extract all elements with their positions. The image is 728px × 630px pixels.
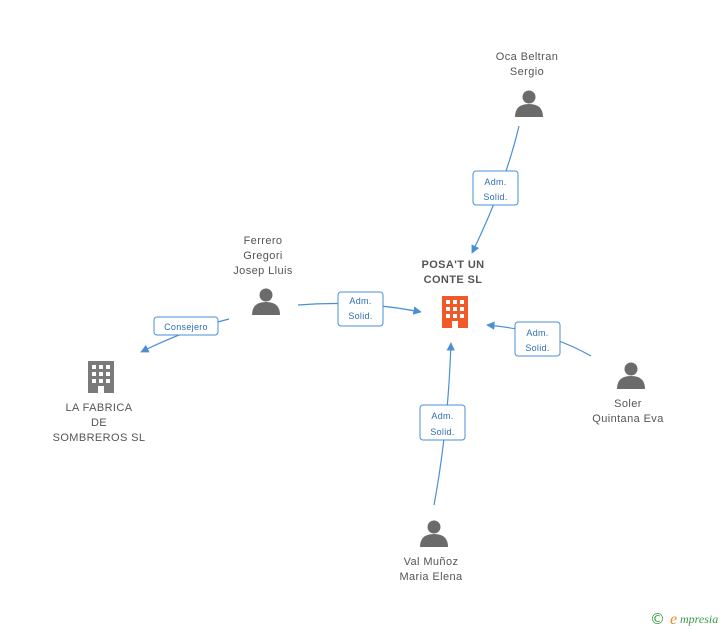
building-icon bbox=[442, 296, 468, 328]
edge-label-box bbox=[419, 404, 466, 441]
edge-label-ferrero-main: Adm. Solid. bbox=[337, 291, 384, 327]
edge-label-box bbox=[514, 321, 561, 357]
node-label-line: LA FABRICA bbox=[66, 402, 133, 414]
edge-label-line: Solid. bbox=[483, 192, 507, 202]
edge-label-line: Adm. bbox=[526, 328, 548, 338]
node-label-line: DE bbox=[91, 417, 107, 429]
node-label-line: Maria Elena bbox=[399, 571, 463, 583]
person-icon bbox=[252, 288, 280, 315]
node-label-line: Soler bbox=[614, 398, 642, 410]
node-person-oca[interactable]: Oca Beltran Sergio bbox=[496, 51, 558, 117]
node-company-fabrica[interactable]: LA FABRICA DE SOMBREROS SL bbox=[53, 361, 146, 444]
node-label-line: Gregori bbox=[243, 250, 282, 262]
edge-label-line: Adm. bbox=[349, 296, 371, 306]
node-person-val[interactable]: Val Muñoz Maria Elena bbox=[399, 520, 463, 584]
person-icon bbox=[420, 520, 448, 547]
edge-label-box bbox=[472, 170, 519, 206]
node-person-soler[interactable]: Soler Quintana Eva bbox=[592, 362, 664, 426]
person-icon bbox=[617, 362, 645, 389]
edge-label-line: Consejero bbox=[164, 322, 208, 332]
edge-label-val-main: Adm. Solid. bbox=[419, 404, 466, 441]
edge-label-line: Adm. bbox=[431, 411, 453, 421]
node-label-line: Josep Lluis bbox=[233, 265, 293, 277]
node-person-ferrero[interactable]: Ferrero Gregori Josep Lluis bbox=[233, 235, 293, 315]
edge-label-box bbox=[153, 316, 219, 336]
node-label-line: Sergio bbox=[510, 66, 544, 78]
node-label-line: Quintana Eva bbox=[592, 413, 664, 425]
edge-label-oca-main: Adm. Solid. bbox=[472, 170, 519, 206]
building-icon bbox=[88, 361, 114, 393]
node-label-line: POSA'T UN bbox=[421, 259, 484, 271]
edge-label-box bbox=[337, 291, 384, 327]
edge-label-line: Solid. bbox=[525, 343, 549, 353]
node-label-line: Val Muñoz bbox=[404, 556, 459, 568]
brand-initial: e bbox=[670, 611, 677, 628]
node-label-line: CONTE SL bbox=[424, 274, 483, 286]
edge-label-soler-main: Adm. Solid. bbox=[514, 321, 561, 357]
copyright-symbol: © bbox=[650, 610, 665, 628]
brand-logo: © e mpresia bbox=[650, 610, 718, 628]
edge-label-ferrero-fabrica: Consejero bbox=[153, 316, 219, 336]
edge-label-line: Solid. bbox=[348, 311, 372, 321]
node-main-company[interactable]: POSA'T UN CONTE SL bbox=[421, 259, 484, 328]
person-icon bbox=[515, 90, 543, 117]
brand-name: mpresia bbox=[680, 612, 718, 626]
node-label-line: Ferrero bbox=[244, 235, 283, 247]
edge-label-line: Adm. bbox=[484, 177, 506, 187]
node-label-line: SOMBREROS SL bbox=[53, 432, 146, 444]
edge-label-line: Solid. bbox=[430, 427, 454, 437]
node-label-line: Oca Beltran bbox=[496, 51, 558, 63]
